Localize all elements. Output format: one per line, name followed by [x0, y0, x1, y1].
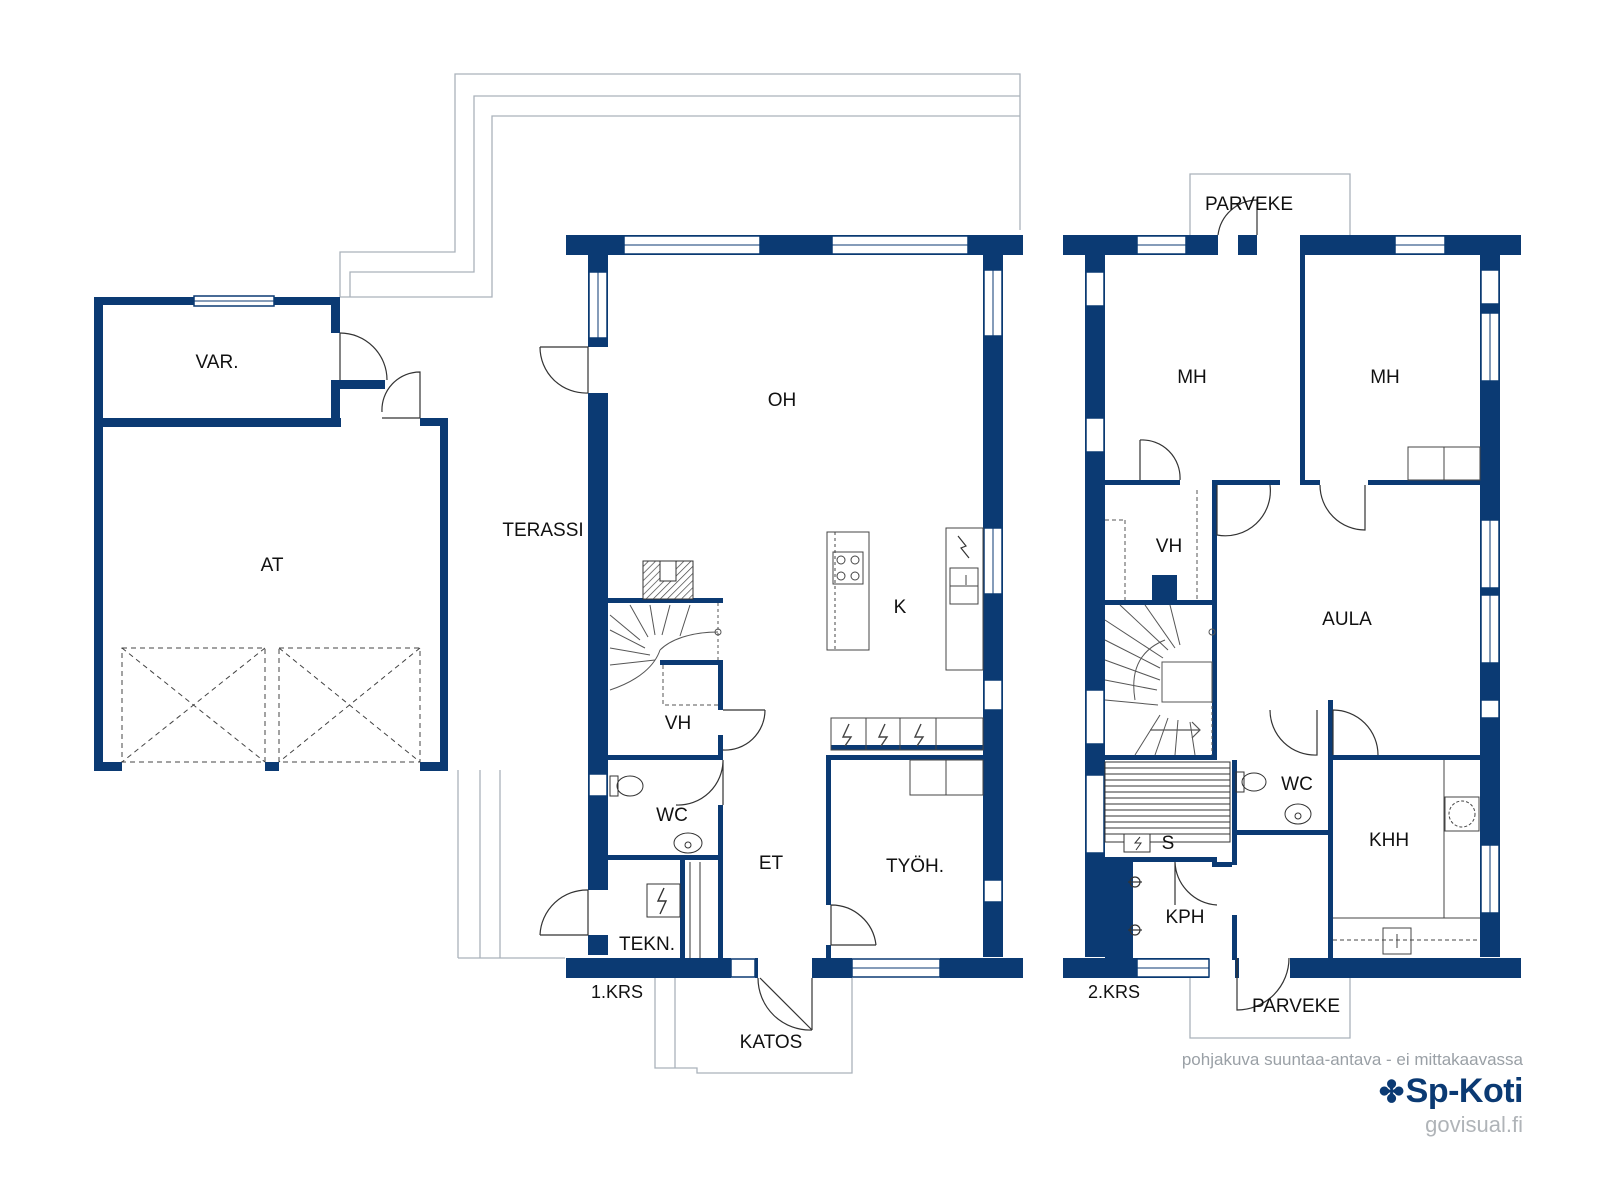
shower-icon [1128, 876, 1142, 936]
floor2-walls [1063, 235, 1521, 978]
room-label-terassi: TERASSI [502, 520, 583, 541]
room-label-katos: KATOS [740, 1032, 803, 1053]
floor2-vh-closet [1105, 490, 1198, 600]
room-label-s: S [1162, 833, 1175, 854]
garage-window [193, 295, 275, 307]
brand-logo: ✤Sp-Koti [1350, 1072, 1524, 1111]
floor1-room-labels: VAR. AT TERASSI OH K VH WC ET TYÖH. TEKN… [196, 352, 945, 1053]
garage-door-swings [339, 332, 421, 419]
kitchen-counter [945, 527, 984, 671]
tyoh-shelf [909, 759, 984, 796]
floor1-window-lines [597, 244, 994, 969]
tekn-equipment [646, 862, 701, 958]
floor1-door-swings [539, 346, 877, 1031]
website-label: govisual.fi [1425, 1112, 1523, 1137]
sauna-heater-icon [1123, 833, 1151, 853]
floor2-stairs [1104, 604, 1216, 756]
terrace-outline [339, 73, 1351, 1074]
room-label-tekn: TEKN. [619, 934, 675, 955]
floor1-stairs [609, 603, 722, 691]
disclaimer-note: pohjakuva suuntaa-antava - ei mittakaava… [1181, 1050, 1523, 1069]
room-label-k: K [894, 597, 907, 618]
kitchen-island [826, 531, 870, 651]
kitchen-stove-icon [957, 535, 970, 559]
garage-walls [94, 297, 448, 771]
floor2-wc-fixtures [1235, 771, 1312, 825]
room-label-parveke-top: PARVEKE [1205, 194, 1293, 215]
room-label-vh2: VH [1156, 536, 1182, 557]
room-label-at: AT [261, 555, 284, 576]
room-label-var: VAR. [196, 352, 239, 373]
floor2-room-labels: PARVEKE MH MH VH AULA WC S KHH KPH PARVE… [1088, 194, 1409, 1017]
room-label-et: ET [759, 853, 784, 874]
floor1-walls [566, 235, 1023, 978]
room-label-vh: VH [665, 713, 691, 734]
floor1-wc-fixtures [609, 775, 703, 854]
room-label-wc: WC [656, 805, 688, 826]
clover-logo-icon: ✤ [1379, 1076, 1404, 1109]
electrical-cabinets [830, 717, 984, 751]
room-label-kph: KPH [1165, 907, 1204, 928]
floor2-window-lines [1137, 244, 1491, 969]
floor2-windows [1085, 235, 1500, 978]
brand-name: Sp-Koti [1405, 1072, 1524, 1110]
room-label-wc2: WC [1281, 774, 1313, 795]
room-label-tyoh: TYÖH. [886, 856, 944, 877]
room-label-mh-left: MH [1177, 367, 1207, 388]
garage-door-markings [121, 647, 421, 763]
floor2-door-swings [1139, 199, 1379, 1011]
mh-shelf [1407, 446, 1481, 481]
floor2-label: 2.KRS [1088, 982, 1140, 1002]
room-label-khh: KHH [1369, 830, 1409, 851]
sauna-benches [1104, 761, 1231, 843]
room-label-aula: AULA [1322, 609, 1372, 630]
fireplace-icon [642, 560, 694, 600]
floor1-label: 1.KRS [591, 982, 643, 1002]
room-label-mh-right: MH [1370, 367, 1400, 388]
room-label-parveke-bottom: PARVEKE [1252, 996, 1340, 1017]
floor1-vh-closet [662, 665, 718, 706]
room-label-oh: OH [768, 390, 797, 411]
khh-fixtures [1333, 760, 1480, 955]
